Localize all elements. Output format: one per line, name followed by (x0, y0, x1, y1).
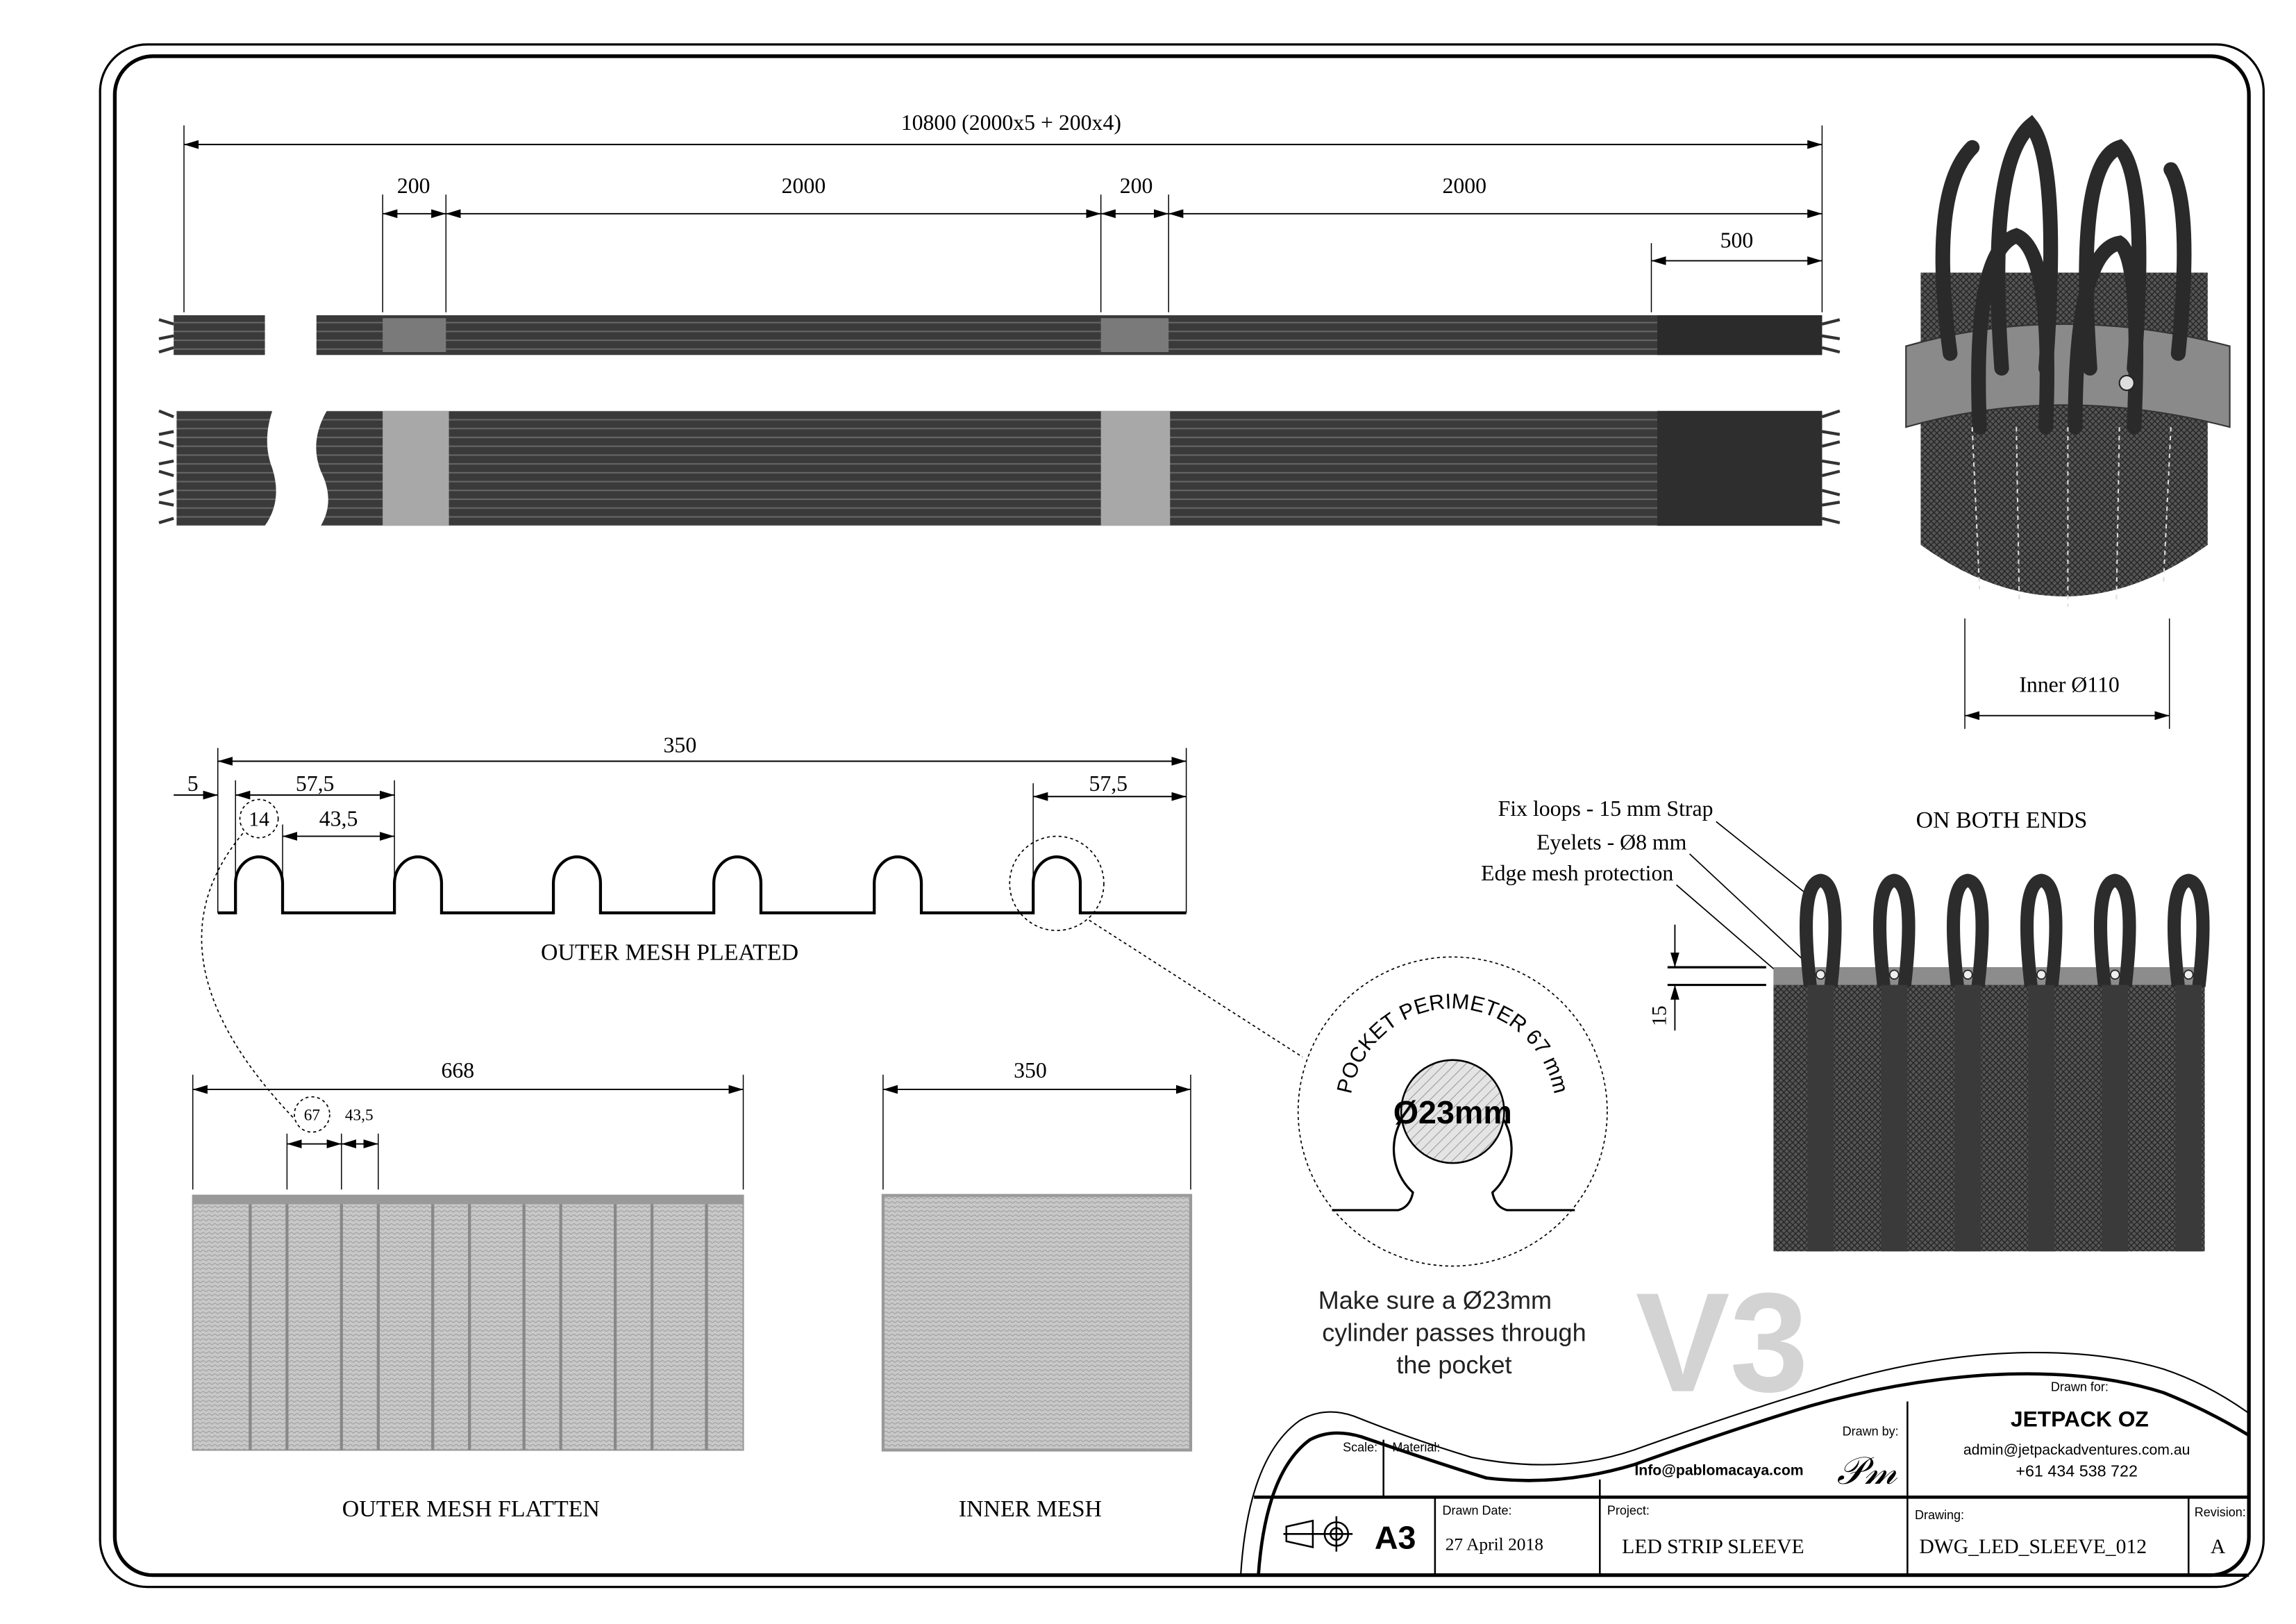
drawing-number: DWG_LED_SLEEVE_012 (1919, 1536, 2147, 1558)
dim-pitch-left: 57,5 (296, 771, 335, 796)
outer-mesh-pleated-section: 350 5 57,5 14 43,5 57,5 OUTER MESH PLEAT… (174, 733, 1303, 1120)
sleeve-side-view (316, 315, 1822, 355)
dim-edge-height: 15 (1649, 1005, 1671, 1026)
pleated-title: OUTER MESH PLEATED (541, 940, 798, 966)
dim-end: 500 (1720, 228, 1754, 253)
dim-flatten-gap: 43,5 (345, 1107, 374, 1125)
label-eyelets: Eyelets - Ø8 mm (1536, 830, 1687, 855)
pleated-profile (217, 855, 1187, 914)
client-name: JETPACK OZ (2011, 1407, 2149, 1432)
project-name: LED STRIP SLEEVE (1622, 1536, 1804, 1558)
version-watermark: V3 (1636, 1264, 1809, 1422)
drawn-for-label: Drawn for: (2051, 1380, 2109, 1394)
flatten-title: OUTER MESH FLATTEN (342, 1496, 600, 1522)
sleeve-3d-render: Inner Ø110 (1905, 115, 2231, 729)
drawing-label: Drawing: (1915, 1508, 1964, 1522)
project-label: Project: (1607, 1504, 1650, 1518)
dim-total-length: 10800 (2000x5 + 200x4) (901, 110, 1121, 135)
client-email: admin@jetpackadventures.com.au (1963, 1442, 2190, 1458)
inner-mesh-title: INNER MESH (959, 1496, 1102, 1522)
dim-offset: 5 (187, 771, 199, 796)
sleeve-side-view-left (174, 315, 265, 355)
detail-note-line1: Make sure a Ø23mm (1318, 1286, 1552, 1314)
revision-value: A (2211, 1536, 2226, 1558)
title-block: Scale: Material: Drawn by: Info@pablomac… (1239, 1351, 2250, 1577)
drawn-by-label: Drawn by: (1843, 1424, 1899, 1438)
sheet-border-outer (99, 43, 2265, 1589)
inner-mesh-section: 350 INNER MESH (881, 1058, 1193, 1522)
detail-note-line2: cylinder passes through (1322, 1319, 1586, 1347)
dim-pocket-width: 14 (249, 809, 269, 831)
label-fix-loops: Fix loops - 15 mm Strap (1498, 796, 1713, 821)
detail-note-line3: the pocket (1396, 1350, 1511, 1379)
label-edge-protection: Edge mesh protection (1481, 861, 1673, 885)
dim-gap-2: 200 (1120, 174, 1153, 198)
dim-gap-1: 200 (397, 174, 430, 198)
dim-flatten-total: 668 (441, 1058, 474, 1082)
material-label: Material: (1392, 1441, 1440, 1455)
drawn-by-email: Info@pablomacaya.com (1634, 1463, 1803, 1479)
outer-mesh-flatten-section: 668 67 43,5 OUTER MESH FLATTEN (192, 1058, 744, 1522)
paper-size: A3 (1375, 1519, 1416, 1555)
client-phone: +61 434 538 722 (2016, 1462, 2138, 1480)
drawn-date: 27 April 2018 (1446, 1534, 1543, 1555)
ends-mesh-panel (1773, 967, 2205, 1252)
sheet-border-inner (112, 54, 2251, 1577)
dim-segment-1: 2000 (782, 174, 826, 198)
sleeve-top-view-left (176, 410, 276, 526)
revision-label: Revision: (2195, 1505, 2246, 1519)
dim-inner-diameter: Inner Ø110 (2019, 673, 2119, 697)
ends-detail: ON BOTH ENDS Fix loops - 15 mm Strap Eye… (1481, 796, 2210, 1252)
dim-segment-2: 2000 (1442, 174, 1486, 198)
dim-gap: 43,5 (319, 807, 358, 831)
dim-pleated-total: 350 (664, 733, 697, 757)
dim-inner-mesh: 350 (1014, 1058, 1047, 1082)
sleeve-top-view (316, 410, 1822, 526)
pocket-diameter: Ø23mm (1393, 1094, 1512, 1130)
dim-pocket-perimeter: 67 (304, 1107, 320, 1125)
ends-title: ON BOTH ENDS (1916, 807, 2088, 833)
projection-symbol-icon (1283, 1516, 1353, 1552)
top-view: 10800 (2000x5 + 200x4) 200 2000 200 2000… (158, 110, 1841, 526)
pocket-detail: POCKET PERIMETER 67 mm Ø23mm Make sure a… (1297, 956, 1608, 1379)
scale-label: Scale: (1343, 1441, 1377, 1455)
signature: 𝒫𝓂 (1837, 1450, 1898, 1492)
inner-mesh-panel (881, 1194, 1193, 1452)
drawn-date-label: Drawn Date: (1442, 1504, 1511, 1518)
dim-pitch-right: 57,5 (1089, 771, 1128, 796)
